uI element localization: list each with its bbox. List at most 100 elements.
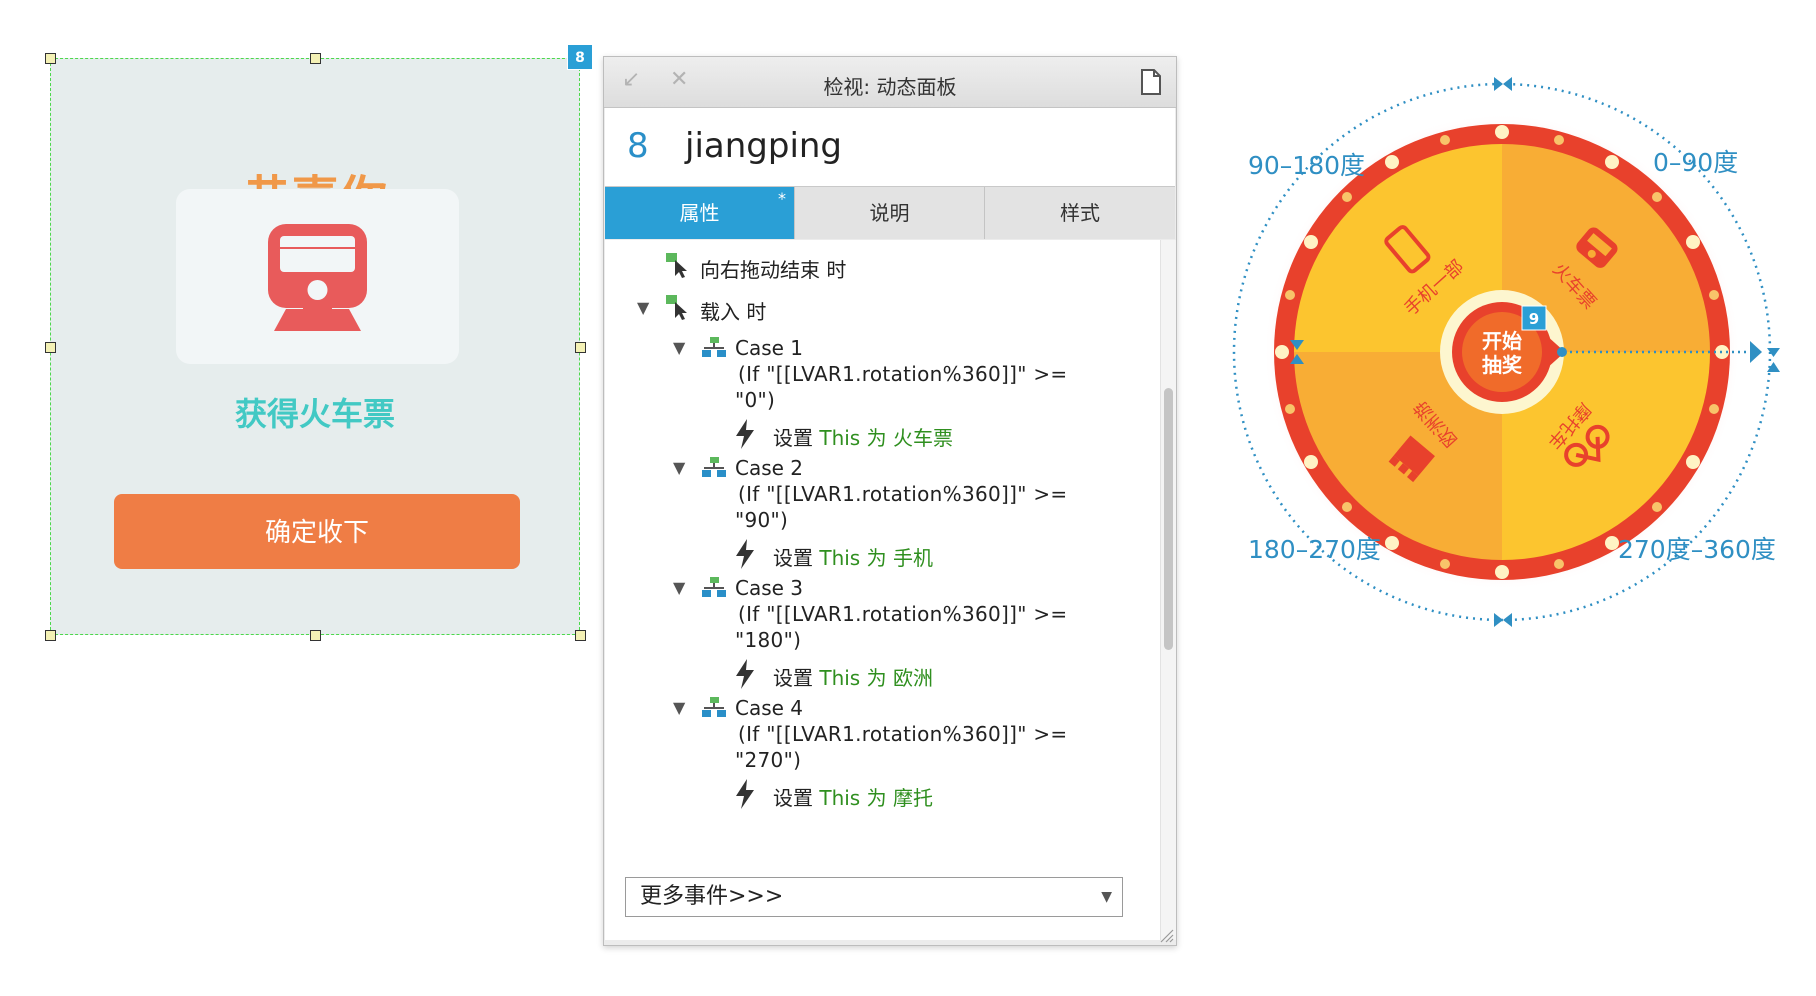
- lottery-wheel[interactable]: 火车票 手机一部 欧洲游 摩托车 开始 抽奖 9: [1190, 60, 1790, 660]
- events-scrollbar[interactable]: [1160, 240, 1176, 940]
- collapse-triangle[interactable]: ▼: [673, 578, 686, 597]
- tab-style[interactable]: 样式: [985, 187, 1175, 239]
- case-action[interactable]: 设置 This 为 火车票: [773, 422, 953, 451]
- arrow-down-icon: [1767, 348, 1780, 357]
- collapse-icon[interactable]: ↙: [622, 67, 641, 92]
- lightning-icon: [736, 419, 754, 449]
- action-target: This 为 欧洲: [819, 666, 933, 690]
- resize-handle-ml[interactable]: [45, 342, 56, 353]
- collapse-triangle[interactable]: ▼: [673, 338, 686, 357]
- chevron-down-icon: ▼: [1101, 889, 1112, 905]
- quadrant-label-90-180: 90–180度: [1248, 151, 1366, 180]
- case-action[interactable]: 设置 This 为 手机: [773, 542, 933, 571]
- quadrant-label-0-90: 0–90度: [1653, 148, 1739, 177]
- case-condition: "0"): [735, 388, 776, 412]
- scrollbar-thumb[interactable]: [1164, 388, 1173, 650]
- resize-handle-bl[interactable]: [45, 630, 56, 641]
- arrow-right-icon: [1750, 341, 1762, 363]
- arrow-down-icon: [1290, 340, 1304, 350]
- action-verb: 设置: [773, 786, 813, 810]
- action-target: This 为 火车票: [819, 426, 953, 450]
- close-icon[interactable]: ✕: [670, 67, 689, 92]
- document-icon[interactable]: [1140, 69, 1162, 95]
- case-condition: (If "[[LVAR1.rotation%360]]" >=: [738, 482, 1068, 506]
- prize-label: 获得火车票: [234, 395, 395, 433]
- case-name[interactable]: Case 4: [735, 696, 804, 720]
- start-draw-text-2: 抽奖: [1482, 353, 1523, 377]
- castle-icon: [1388, 435, 1435, 483]
- case-action[interactable]: 设置 This 为 摩托: [773, 782, 933, 811]
- tab-style-label: 样式: [1060, 201, 1100, 225]
- tab-properties[interactable]: 属性 *: [605, 187, 795, 239]
- resize-handle-br[interactable]: [575, 630, 586, 641]
- modified-marker: *: [778, 189, 786, 208]
- start-draw-text-1: 开始: [1482, 329, 1522, 353]
- widget-id: 8: [627, 126, 649, 166]
- event-icon: [666, 253, 687, 278]
- collapse-triangle[interactable]: ▼: [637, 298, 650, 317]
- inspector-tabs: 属性 * 说明 样式: [605, 187, 1175, 239]
- pointer-arrow: [1546, 335, 1565, 369]
- event-on-load[interactable]: 载入 时: [700, 300, 767, 324]
- arrow-left-icon: [1503, 613, 1512, 627]
- arrow-up-icon: [1767, 362, 1780, 372]
- resize-grip-icon[interactable]: [1158, 927, 1174, 943]
- widget-name-field[interactable]: jiangping: [685, 126, 843, 166]
- case-name[interactable]: Case 3: [735, 576, 804, 600]
- case-condition: "270"): [735, 748, 802, 772]
- lightning-icon: [736, 779, 754, 809]
- start-draw-button-inner: [1462, 312, 1542, 392]
- wheel-badge-text: 9: [1529, 310, 1539, 328]
- widget-name-bar[interactable]: 8 jiangping: [605, 108, 1175, 187]
- action-verb: 设置: [773, 426, 813, 450]
- quadrant-label-270-360: 270度–360度: [1618, 535, 1776, 564]
- case-condition: "90"): [735, 508, 789, 532]
- quadrant-label-180-270: 180–270度: [1248, 535, 1381, 564]
- sector-moto[interactable]: [1502, 352, 1710, 560]
- action-verb: 设置: [773, 666, 813, 690]
- lightning-icon: [736, 659, 754, 689]
- train-icon: [268, 224, 367, 331]
- action-target: This 为 摩托: [819, 786, 933, 810]
- arrow-left-icon: [1503, 77, 1512, 91]
- resize-handle-tl[interactable]: [45, 53, 56, 64]
- resize-handle-bm[interactable]: [310, 630, 321, 641]
- tab-notes-label: 说明: [869, 201, 910, 225]
- case-icon: [702, 697, 726, 717]
- action-verb: 设置: [773, 546, 813, 570]
- lightning-icon: [736, 539, 754, 569]
- case-icon: [702, 337, 726, 357]
- case-condition: "180"): [735, 628, 802, 652]
- case-condition: (If "[[LVAR1.rotation%360]]" >=: [738, 722, 1068, 746]
- tab-properties-label: 属性: [679, 201, 720, 225]
- sector-phone[interactable]: [1294, 144, 1502, 352]
- case-action[interactable]: 设置 This 为 欧洲: [773, 662, 933, 691]
- train-icon: [1576, 227, 1618, 268]
- pointer-dot: [1557, 347, 1567, 357]
- resize-handle-mr[interactable]: [575, 342, 586, 353]
- confirm-button[interactable]: 确定收下: [114, 494, 520, 569]
- event-drag-right-end[interactable]: 向右拖动结束 时: [700, 258, 847, 282]
- widget-badge: 8: [567, 44, 593, 70]
- inspector-title: 检视: 动态面板: [823, 75, 957, 99]
- dynamic-panel-state[interactable]: 恭喜你 获得火车票 确定收下: [50, 58, 580, 635]
- collapse-triangle[interactable]: ▼: [673, 458, 686, 477]
- arrow-right-icon: [1494, 613, 1503, 627]
- case-name[interactable]: Case 1: [735, 336, 804, 360]
- prize-icon-card: [176, 189, 459, 364]
- tab-notes[interactable]: 说明: [795, 187, 985, 239]
- case-name[interactable]: Case 2: [735, 456, 804, 480]
- collapse-triangle[interactable]: ▼: [673, 698, 686, 717]
- wheel-badge: [1521, 305, 1547, 331]
- action-target: This 为 手机: [819, 546, 933, 570]
- more-events-dropdown[interactable]: 更多事件>>> ▼: [625, 877, 1123, 917]
- phone-icon: [1384, 225, 1431, 274]
- case-condition: (If "[[LVAR1.rotation%360]]" >=: [738, 362, 1068, 386]
- case-icon: [702, 457, 726, 477]
- more-events-label: 更多事件>>>: [640, 884, 784, 909]
- event-icon: [666, 295, 687, 320]
- lottery-wheel-area: 火车票 手机一部 欧洲游 摩托车 开始 抽奖 9 0–90度 90–180度 1…: [1190, 60, 1790, 660]
- arrow-up-icon: [1290, 354, 1304, 364]
- resize-handle-tm[interactable]: [310, 53, 321, 64]
- motorcycle-icon: [1564, 424, 1610, 467]
